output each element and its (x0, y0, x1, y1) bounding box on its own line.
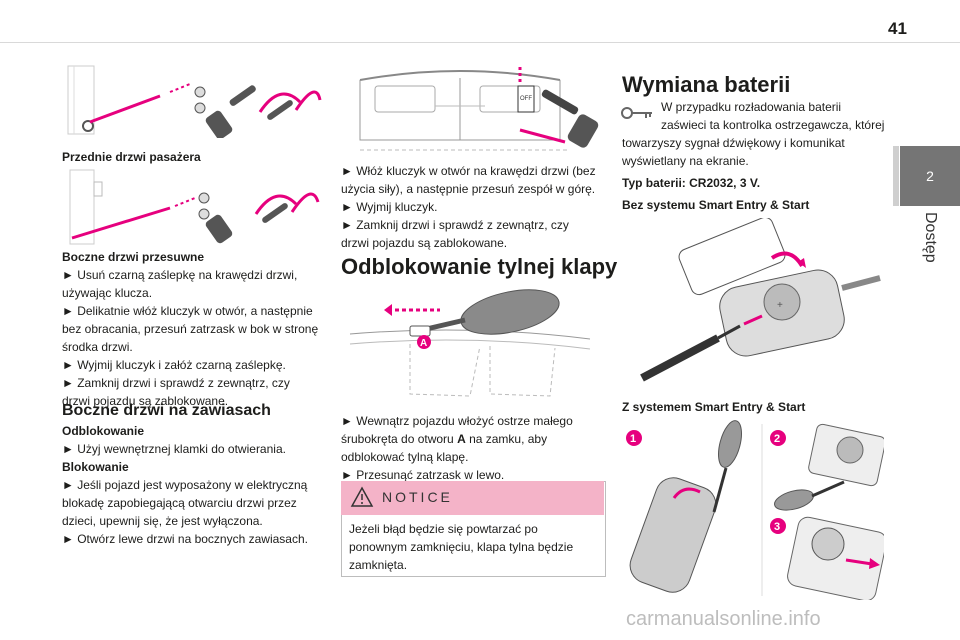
rear-door-steps: ► Włóż kluczyk w otwór na krawędzi drzwi… (341, 162, 606, 252)
battery-intro-line: wyświetlany na ekranie. (622, 154, 749, 168)
sliding-door-steps: ► Usuń czarną zaślepkę na krawędzi drzwi… (62, 266, 332, 410)
key-battery-illustration: + (640, 218, 881, 382)
rear-door-step-line: ► Wyjmij kluczyk. (341, 200, 438, 214)
locking-step-line: dzieci, upewnij się, że jest wyłączona. (62, 514, 263, 528)
battery-intro-line: W przypadku rozładowania baterii (661, 100, 842, 114)
chapter-tab-strip (893, 146, 899, 206)
step-number-2: 2 (774, 433, 780, 445)
chapter-number: 2 (926, 168, 934, 184)
sliding-door-illustration (69, 169, 320, 245)
rear-door-step-line: użycia siły), a następnie przesuń zespół… (341, 182, 596, 196)
watermark: carmanualsonline.info (626, 608, 821, 630)
battery-intro-line: towarzyszy sygnał dźwiękowy i komunikat (622, 136, 845, 150)
tailgate-step-line-2: śrubokręta do otworu A na zamku, aby (341, 432, 548, 446)
locking-step-line: blokadę zapobiegającą otwarciu drzwi prz… (62, 496, 297, 510)
tailgate-steps: ► Wewnątrz pojazdu włożyć ostrze małego … (341, 412, 606, 484)
sliding-step-line: ► Delikatnie włóż kluczyk w otwór, a nas… (62, 304, 313, 318)
smart-entry-heading: Z systemem Smart Entry & Start (622, 400, 806, 414)
header-divider (0, 42, 960, 43)
step-number-1: 1 (630, 433, 636, 445)
rear-door-step-line: ► Włóż kluczyk w otwór na krawędzi drzwi… (341, 164, 596, 178)
front-door-caption: Przednie drzwi pasażera (62, 150, 201, 164)
step-number-3: 3 (774, 521, 780, 533)
locking-label: Blokowanie (62, 460, 129, 474)
rear-door-step-line: ► Zamknij drzwi i sprawdź z zewnątrz, cz… (341, 218, 569, 232)
sliding-step-line: środka drzwi. (62, 340, 133, 354)
rear-door-key-illustration: OFF (359, 64, 599, 151)
battery-intro-line: zaświeci ta kontrolka ostrzegawcza, któr… (661, 118, 885, 132)
chapter-label: Dostęp (900, 206, 960, 326)
sliding-step-line: ► Usuń czarną zaślepkę na krawędzi drzwi… (62, 268, 298, 282)
tailgate-screwdriver-illustration: A (349, 289, 591, 397)
sliding-step-line: drzwi pojazdu są zablokowane. (62, 394, 229, 408)
battery-heading: Wymiana baterii (622, 72, 791, 97)
sliding-step-line: używając klucza. (62, 286, 153, 300)
notice-text: Jeżeli błąd będzie się powtarzać po pono… (349, 520, 599, 574)
front-door-illustration (67, 65, 322, 138)
notice-title: NOTICE (382, 489, 453, 505)
hole-a-label: A (457, 432, 466, 446)
key-warning-icon (621, 107, 652, 119)
sliding-door-caption: Boczne drzwi przesuwne (62, 250, 205, 264)
tailgate-step-line: odblokować tylną klapę. (341, 450, 469, 464)
tailgate-step-line: ► Przesunąć zatrzask w lewo. (341, 468, 505, 482)
notice-line: zamknięta. (349, 558, 408, 572)
chapter-tab[interactable]: 2 (900, 146, 960, 206)
page-number: 41 (888, 19, 907, 38)
locking-step-line: ► Otwórz lewe drzwi na bocznych zawiasac… (62, 532, 308, 546)
sliding-step-line: bez obracania, przesuń zatrzask w bok w … (62, 322, 319, 336)
battery-type: Typ baterii: CR2032, 3 V. (622, 176, 761, 190)
chapter-label-text: Dostęp (922, 212, 939, 263)
warning-triangle-icon (350, 486, 374, 507)
sliding-step-line: ► Wyjmij kluczyk i załóż czarną zaślepkę… (62, 358, 286, 372)
hinged-door-steps: Odblokowanie ► Użyj wewnętrznej klamki d… (62, 422, 332, 548)
svg-text:+: + (777, 300, 783, 311)
unlocking-label: Odblokowanie (62, 424, 145, 438)
locking-step-line: ► Jeśli pojazd jest wyposażony w elektry… (62, 478, 308, 492)
notice-line: Jeżeli błąd będzie się powtarzać po (349, 522, 538, 536)
rear-door-step-line: drzwi pojazdu są zablokowane. (341, 236, 508, 250)
off-label: OFF (520, 96, 532, 102)
hinged-door-heading: Boczne drzwi na zawiasach (62, 402, 271, 419)
sliding-step-line: ► Zamknij drzwi i sprawdź z zewnątrz, cz… (62, 376, 290, 390)
unlocking-step: ► Użyj wewnętrznej klamki do otwierania. (62, 442, 286, 456)
tailgate-step-line: ► Wewnątrz pojazdu włożyć ostrze małego (341, 414, 573, 428)
notice-line: ponownym zamknięciu, klapa tylna będzie (349, 540, 574, 554)
smart-key-battery-illustration: 1 2 3 (626, 420, 884, 600)
tailgate-heading: Odblokowanie tylnej klapy (341, 254, 618, 279)
notice-header (341, 481, 604, 515)
no-smart-entry-heading: Bez systemu Smart Entry & Start (622, 198, 810, 212)
label-a: A (420, 338, 427, 349)
